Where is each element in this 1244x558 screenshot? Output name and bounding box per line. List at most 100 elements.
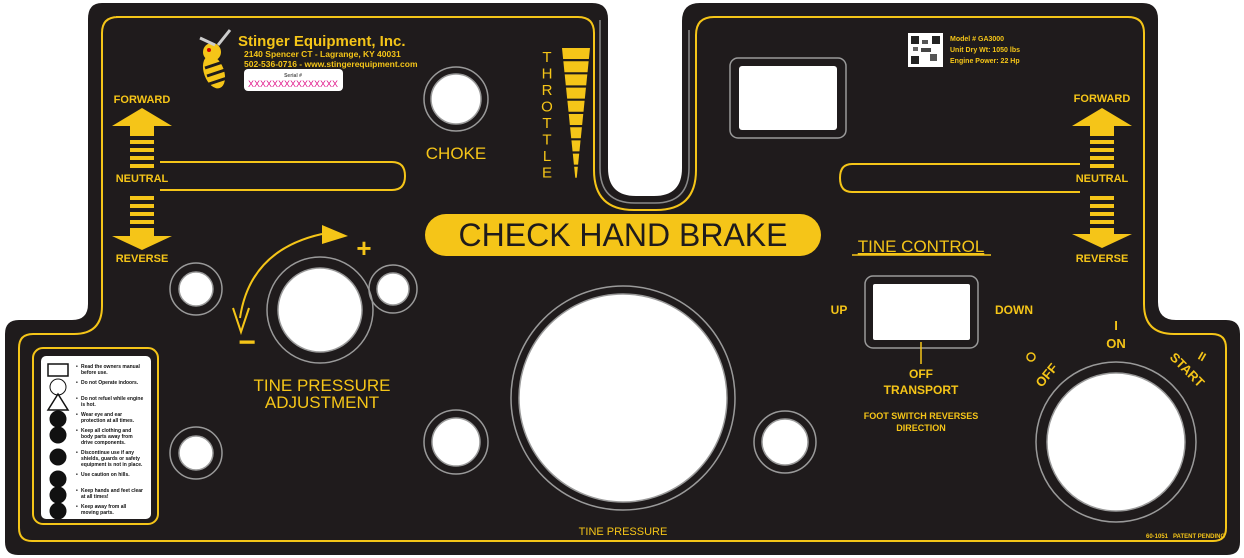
- safety-text: Keep all clothing and: [81, 428, 131, 434]
- safety-text: shields, guards or safety: [81, 456, 140, 462]
- safety-text: Keep hands and feet clear: [81, 488, 143, 494]
- tine-down-label: DOWN: [995, 303, 1033, 317]
- dry-weight: Unit Dry Wt: 1050 lbs: [950, 47, 1020, 54]
- throttle-segment: [562, 48, 590, 59]
- safety-text: is hot.: [81, 402, 96, 408]
- tine-up-label: UP: [831, 303, 848, 317]
- tine-adjust-label-2: ADJUSTMENT: [265, 393, 379, 412]
- safety-text: equipment is not in place.: [81, 462, 143, 468]
- svg-text:•: •: [76, 472, 78, 478]
- throttle-segment: [563, 61, 589, 73]
- mount-hole[interactable]: [431, 417, 481, 467]
- mount-hole-ring: [423, 409, 489, 475]
- mount-hole-ring: [169, 426, 223, 480]
- mount-hole-ring: [753, 410, 817, 474]
- svg-text:•: •: [76, 504, 78, 510]
- tine-control-switch[interactable]: [873, 284, 970, 340]
- choke-ring: [423, 66, 489, 132]
- throttle-letter: T: [542, 132, 551, 149]
- throttle-segment: [571, 140, 581, 152]
- hand-brake-label: CHECK HAND BRAKE: [459, 217, 788, 253]
- panel-border: [18, 16, 1227, 542]
- ignition-key-switch[interactable]: [1046, 372, 1186, 512]
- tine-pressure-gauge-hole[interactable]: [518, 293, 728, 503]
- safety-card-border: [32, 347, 159, 525]
- drive-bar: [1090, 220, 1114, 224]
- right-neutral-label: NEUTRAL: [1076, 173, 1129, 185]
- patent-pending: PATENT PENDING: [1173, 534, 1225, 540]
- tine-control-title: TINE CONTROL: [858, 237, 985, 256]
- ear-protection-icon: [49, 426, 67, 444]
- mount-hole-ring: [368, 264, 418, 314]
- mount-hole[interactable]: [376, 272, 410, 306]
- mount-hole[interactable]: [178, 435, 214, 471]
- mount-hole[interactable]: [761, 418, 809, 466]
- safety-text: Discontinue use if any: [81, 450, 134, 456]
- safety-text: before use.: [81, 370, 108, 376]
- forward-arrow-icon: [112, 108, 172, 136]
- company-contact: 502-536-0716 - www.stingerequipment.com: [244, 59, 418, 69]
- hour-meter-frame: [729, 57, 847, 139]
- off-circle-icon: [1026, 352, 1036, 362]
- safety-text: Do not Operate indoors.: [81, 380, 139, 386]
- right-drive-slot: [838, 163, 1080, 193]
- model-number: Model # GA3000: [950, 36, 1004, 43]
- drive-bar: [130, 156, 154, 160]
- mount-hole[interactable]: [178, 271, 214, 307]
- manual-icon: [47, 363, 69, 377]
- svg-text:•: •: [76, 396, 78, 402]
- part-number: 60-1051: [1146, 534, 1169, 540]
- drive-bar: [130, 220, 154, 224]
- hour-meter-window: [739, 66, 837, 130]
- plus-label: +: [356, 233, 371, 263]
- left-drive-indicator: FORWARD NEUTRAL REVERSE: [112, 94, 407, 265]
- throttle-letter: R: [542, 82, 553, 99]
- svg-text:•: •: [76, 488, 78, 494]
- hand-brake-banner: [425, 214, 821, 256]
- drive-bar: [130, 212, 154, 216]
- choke-knob-hole[interactable]: [430, 73, 482, 125]
- safety-text: Do not refuel while engine: [81, 396, 143, 402]
- company-address: 2140 Spencer CT - Lagrange, KY 40031: [244, 49, 401, 59]
- svg-text:•: •: [76, 412, 78, 418]
- safety-card: [41, 356, 151, 519]
- throttle-segment: [566, 87, 586, 99]
- notch-outline: [599, 20, 690, 204]
- svg-text:•: •: [76, 380, 78, 386]
- on-mark: I: [1114, 318, 1118, 333]
- svg-text:•: •: [76, 450, 78, 456]
- serial-field[interactable]: Serial # XXXXXXXXXXXXXXX: [244, 69, 343, 91]
- drive-bar: [130, 164, 154, 168]
- panel-body: [5, 3, 1240, 555]
- choke-label: CHOKE: [426, 144, 486, 163]
- drive-bar: [130, 148, 154, 152]
- tine-adjust-ring: [266, 256, 374, 364]
- hands-feet-icon: [49, 486, 67, 504]
- adjust-arrow-down-icon: [232, 307, 250, 336]
- drive-bar: [1090, 164, 1114, 168]
- shield-icon: [49, 448, 67, 466]
- tine-pressure-ring: [510, 285, 736, 511]
- throttle-letter: O: [541, 99, 553, 116]
- safety-text: at all times!: [81, 494, 109, 500]
- tine-adjust-knob-hole[interactable]: [277, 267, 363, 353]
- drive-bar: [130, 204, 154, 208]
- throttle-letter: T: [542, 49, 551, 66]
- throttle-letter: E: [542, 165, 552, 182]
- safety-text: Use caution on hills.: [81, 472, 130, 478]
- engine-power: Engine Power: 22 Hp: [950, 58, 1020, 65]
- serial-value: XXXXXXXXXXXXXXX: [248, 79, 338, 89]
- forward-arrow-icon: [1072, 108, 1132, 136]
- tine-pressure-label: TINE PRESSURE: [579, 526, 668, 538]
- safety-text: body parts away from: [81, 434, 133, 440]
- safety-text: moving parts.: [81, 510, 114, 516]
- drive-bar: [130, 196, 154, 200]
